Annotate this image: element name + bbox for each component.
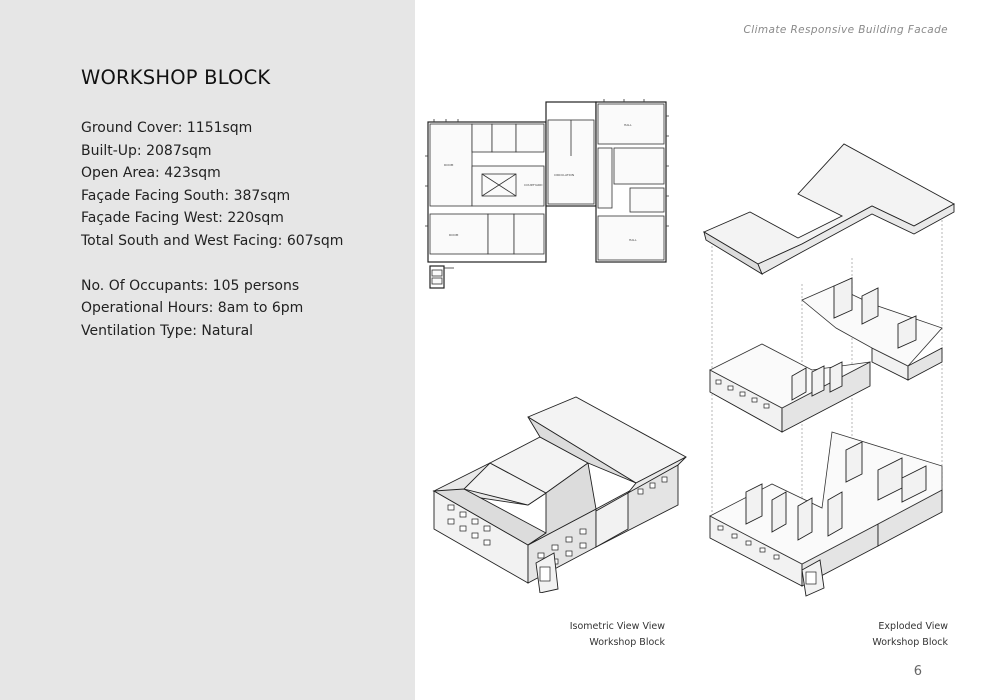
stat-value: 220sqm xyxy=(227,210,284,227)
stat-occupants: No. Of Occupants: 105 persons xyxy=(81,275,343,298)
stat-label: Open Area: xyxy=(81,165,160,182)
stat-ground-cover: Ground Cover: 1151sqm xyxy=(81,117,343,140)
stat-value: 387sqm xyxy=(233,187,291,204)
stat-facade-south: Façade Facing South: 387sqm xyxy=(81,185,343,208)
svg-text:HALL: HALL xyxy=(624,123,632,127)
stat-value: 607sqm xyxy=(286,232,344,249)
isometric-view-caption: Isometric View View Workshop Block xyxy=(570,619,665,650)
stat-label: Total South and West Facing: xyxy=(81,232,283,249)
svg-text:COURTYARD: COURTYARD xyxy=(524,183,543,187)
stat-facade-west: Façade Facing West: 220sqm xyxy=(81,207,343,230)
stat-built-up: Built-Up: 2087sqm xyxy=(81,140,343,163)
stat-label: Façade Facing West: xyxy=(81,210,223,227)
stat-label: Built-Up: xyxy=(81,142,142,159)
stat-value: 2087sqm xyxy=(146,142,212,159)
page-number: 6 xyxy=(913,664,922,679)
stat-label: Ground Cover: xyxy=(81,120,183,136)
left-info-panel xyxy=(0,0,415,700)
exploded-view-caption: Exploded View Workshop Block xyxy=(872,619,948,650)
stat-label: Operational Hours: xyxy=(81,300,214,317)
caption-line: Workshop Block xyxy=(589,636,665,648)
stat-value: 423sqm xyxy=(164,165,221,182)
exploded-view-drawing xyxy=(703,143,955,597)
stat-value: Natural xyxy=(201,322,254,339)
svg-text:ROOM: ROOM xyxy=(449,233,459,237)
svg-text:ROOM: ROOM xyxy=(444,163,454,167)
stat-operational-hours: Operational Hours: 8am to 6pm xyxy=(81,297,343,320)
caption-line: Isometric View View xyxy=(569,621,665,632)
stat-ventilation: Ventilation Type: Natural xyxy=(81,320,343,343)
stat-label: No. Of Occupants: xyxy=(81,277,209,294)
caption-line: Workshop Block xyxy=(872,636,948,648)
stat-open-area: Open Area: 423sqm xyxy=(81,162,343,185)
stat-value: 8am to 6pm xyxy=(217,300,304,317)
svg-text:HALL: HALL xyxy=(629,238,637,242)
stat-label: Façade Facing South: xyxy=(81,187,230,204)
floor-plan-drawing: ROOM COURTYARD CIRCULATION HALL HALL ROO… xyxy=(425,99,669,289)
isometric-view-drawing xyxy=(432,396,687,593)
stat-label: Ventilation Type: xyxy=(81,322,197,339)
stat-value: 1151sqm xyxy=(186,120,253,136)
stat-value: 105 persons xyxy=(212,277,300,294)
area-stats-list: Ground Cover: 1151sqm Built-Up: 2087sqm … xyxy=(81,117,343,342)
caption-line: Exploded View xyxy=(878,621,948,632)
document-subtitle: Climate Responsive Building Facade xyxy=(743,24,948,36)
page-title: WORKSHOP BLOCK xyxy=(81,66,271,89)
svg-text:CIRCULATION: CIRCULATION xyxy=(554,173,574,177)
stat-total-facing: Total South and West Facing: 607sqm xyxy=(81,230,343,253)
